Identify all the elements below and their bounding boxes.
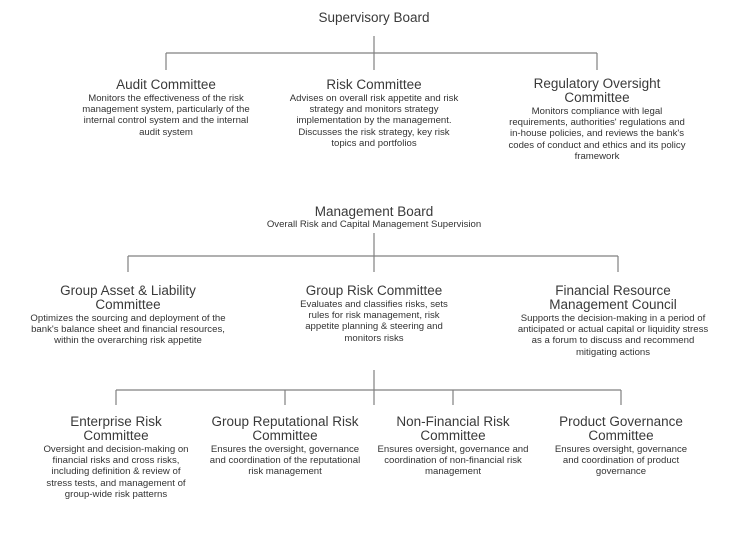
committee-title: Regulatory Oversight Committee [533, 76, 661, 105]
committee-description: Ensures the oversight, governance and co… [209, 444, 361, 478]
group-asset-liability-committee-node: Group Asset & Liability Committee Optimi… [20, 284, 236, 347]
committee-title: Non-Financial Risk Committee [396, 414, 510, 443]
committee-description: Oversight and decision-making on financi… [43, 444, 189, 500]
management-board-node: Management Board Overall Risk and Capita… [234, 204, 514, 231]
committee-description: Monitors the effectiveness of the risk m… [82, 93, 250, 138]
management-board-title: Management Board [314, 204, 434, 219]
supervisory-board-node: Supervisory Board [274, 11, 474, 25]
management-board-subtitle: Overall Risk and Capital Management Supe… [266, 219, 482, 230]
committee-description: Ensures oversight, governance and coordi… [554, 444, 688, 478]
committee-description: Ensures oversight, governance and coordi… [377, 444, 529, 478]
committee-title: Group Reputational Risk Committee [211, 414, 359, 443]
product-governance-committee-node: Product Governance Committee Ensures ove… [546, 415, 696, 478]
committee-title: Group Risk Committee [305, 283, 443, 298]
committee-description: Supports the decision-making in a period… [517, 313, 709, 358]
group-risk-committee-node: Group Risk Committee Evaluates and class… [294, 284, 454, 344]
committee-description: Evaluates and classifies risks, sets rul… [300, 299, 448, 344]
financial-resource-management-council-node: Financial Resource Management Council Su… [513, 284, 713, 358]
risk-committee-node: Risk Committee Advises on overall risk a… [286, 78, 462, 149]
group-reputational-risk-committee-node: Group Reputational Risk Committee Ensure… [205, 415, 365, 478]
committee-description: Monitors compliance with legal requireme… [508, 106, 686, 162]
supervisory-board-title: Supervisory Board [318, 10, 430, 25]
committee-title: Product Governance Committee [559, 414, 683, 443]
regulatory-oversight-committee-node: Regulatory Oversight Committee Monitors … [508, 77, 686, 162]
committee-description: Optimizes the sourcing and deployment of… [30, 313, 226, 347]
enterprise-risk-committee-node: Enterprise Risk Committee Oversight and … [40, 415, 192, 500]
non-financial-risk-committee-node: Non-Financial Risk Committee Ensures ove… [376, 415, 530, 478]
committee-title: Financial Resource Management Council [549, 283, 677, 312]
committee-title: Enterprise Risk Committee [70, 414, 162, 443]
committee-description: Advises on overall risk appetite and ris… [289, 93, 459, 149]
committee-title: Group Asset & Liability Committee [60, 283, 196, 312]
committee-title: Risk Committee [326, 77, 422, 92]
committee-title: Audit Committee [116, 77, 216, 92]
audit-committee-node: Audit Committee Monitors the effectivene… [76, 78, 256, 138]
